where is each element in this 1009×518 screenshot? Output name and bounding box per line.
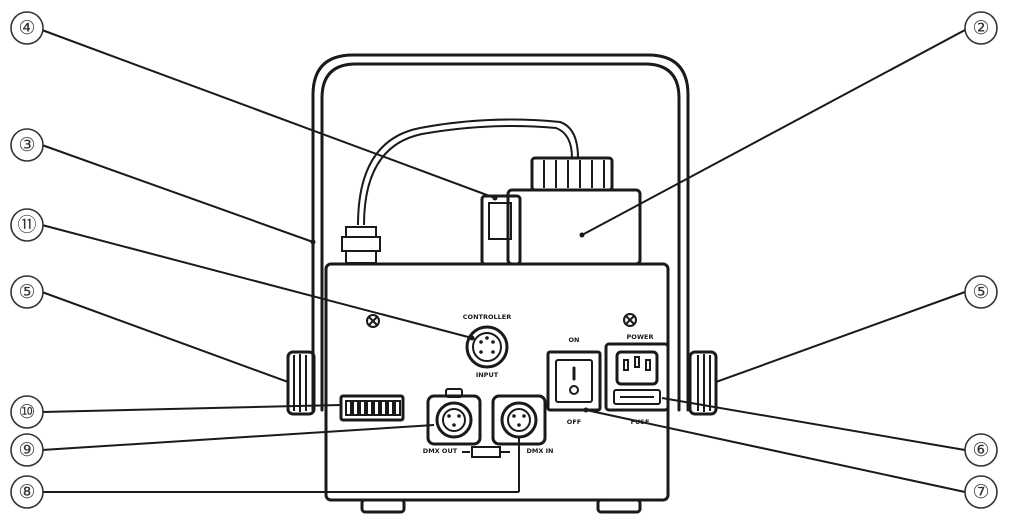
controller-cable — [357, 118, 579, 226]
callout-4: ④ — [10, 11, 44, 45]
foot-right — [596, 498, 642, 514]
dmx-out-socket — [426, 388, 482, 446]
svg-text:⑥: ⑥ — [972, 439, 989, 461]
carry-handle — [311, 53, 690, 412]
svg-text:⑪: ⑪ — [17, 214, 36, 236]
callout-10: ⑩ — [10, 395, 44, 429]
callout-11: ⑪ — [10, 208, 44, 242]
callout-5-left: ⑤ — [10, 275, 44, 309]
callout-7: ⑦ — [964, 475, 998, 509]
mounting-knob-left — [286, 350, 316, 416]
svg-text:⑨: ⑨ — [18, 439, 35, 461]
label-power: POWER — [627, 333, 654, 341]
foot-left — [360, 498, 406, 514]
screw-left — [366, 314, 380, 328]
cable-gland — [341, 226, 381, 264]
tank-connector — [480, 194, 522, 266]
callout-9: ⑨ — [10, 433, 44, 467]
callout-2: ② — [964, 11, 998, 45]
controller-input-socket — [465, 325, 509, 369]
svg-text:③: ③ — [18, 134, 35, 156]
label-on: ON — [569, 336, 580, 344]
screw-right — [623, 313, 637, 327]
label-off: OFF — [567, 418, 581, 426]
power-inlet-with-fuse — [604, 342, 670, 412]
fluid-tank — [506, 156, 642, 266]
label-dmx-in: DMX IN — [527, 447, 554, 455]
svg-text:⑦: ⑦ — [972, 481, 989, 503]
leader-lines — [41, 29, 966, 493]
label-dmx-out: DMX OUT — [423, 447, 458, 455]
label-controller: CONTROLLER — [463, 313, 511, 321]
callout-8: ⑧ — [10, 475, 44, 509]
callout-5-right: ⑤ — [964, 275, 998, 309]
callout-3: ③ — [10, 128, 44, 162]
svg-text:⑩: ⑩ — [18, 401, 35, 423]
label-input: INPUT — [476, 371, 499, 379]
dmx-link-indicator — [462, 446, 510, 458]
svg-text:⑤: ⑤ — [18, 281, 35, 303]
callout-6: ⑥ — [964, 433, 998, 467]
power-switch — [546, 350, 602, 412]
dmx-in-socket — [491, 394, 547, 446]
mounting-knob-right — [688, 350, 718, 416]
svg-text:⑤: ⑤ — [972, 281, 989, 303]
svg-text:②: ② — [972, 17, 989, 39]
dip-switch-block — [339, 394, 405, 422]
svg-text:⑧: ⑧ — [18, 481, 35, 503]
svg-text:④: ④ — [18, 17, 35, 39]
